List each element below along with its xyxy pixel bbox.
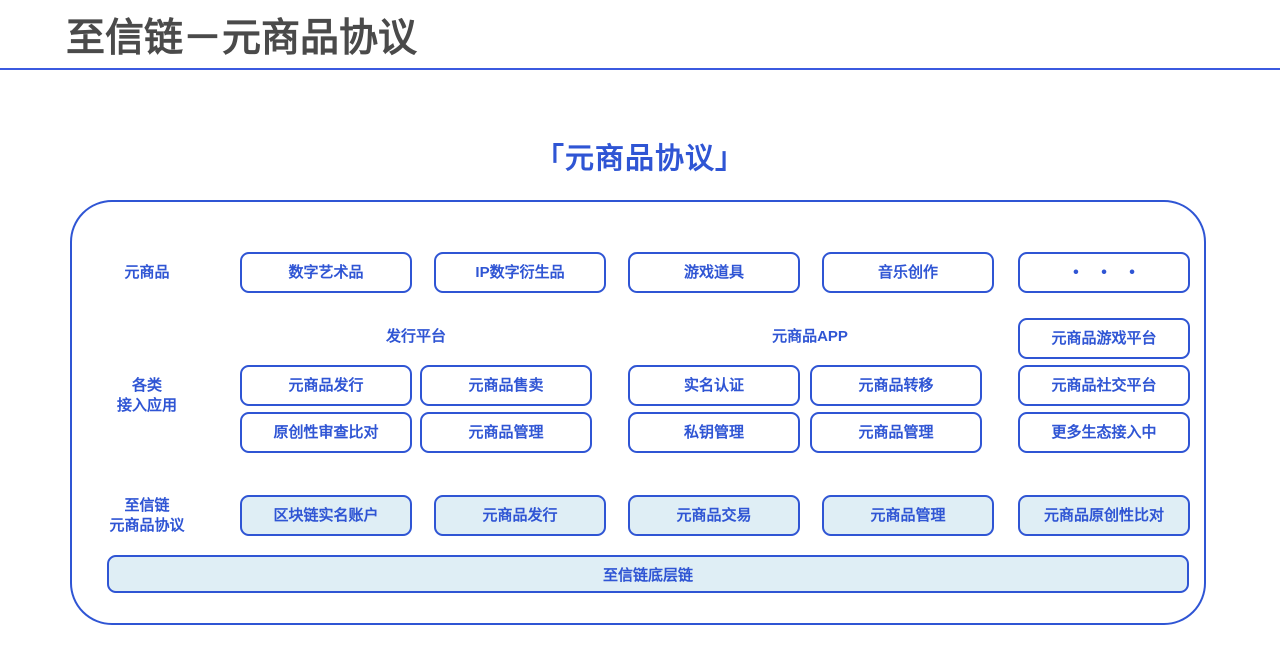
- box-goods-transfer[interactable]: 元商品转移: [810, 365, 982, 406]
- box-ip-derivative[interactable]: IP数字衍生品: [434, 252, 606, 293]
- box-goods-social-platform[interactable]: 元商品社交平台: [1018, 365, 1190, 406]
- row-label-protocol: 至信链 元商品协议: [72, 496, 222, 536]
- box-real-name-auth[interactable]: 实名认证: [628, 365, 800, 406]
- box-game-items[interactable]: 游戏道具: [628, 252, 800, 293]
- box-protocol-originality-compare[interactable]: 元商品原创性比对: [1018, 495, 1190, 536]
- box-digital-art[interactable]: 数字艺术品: [240, 252, 412, 293]
- box-more-goods-ellipsis[interactable]: • • •: [1018, 252, 1190, 293]
- box-goods-issuance[interactable]: 元商品发行: [240, 365, 412, 406]
- box-blockchain-real-name-account[interactable]: 区块链实名账户: [240, 495, 412, 536]
- section-subtitle: 「元商品协议」: [534, 143, 745, 175]
- row-label-applications: 各类 接入应用: [72, 376, 222, 416]
- box-goods-sale[interactable]: 元商品售卖: [420, 365, 592, 406]
- box-originality-review[interactable]: 原创性审查比对: [240, 412, 412, 453]
- box-protocol-goods-issuance[interactable]: 元商品发行: [434, 495, 606, 536]
- row-label-applications-line1: 各类: [131, 377, 162, 394]
- box-protocol-goods-trade[interactable]: 元商品交易: [628, 495, 800, 536]
- row-label-protocol-line1: 至信链: [124, 497, 170, 514]
- row-label-protocol-line2: 元商品协议: [109, 517, 185, 534]
- box-underlying-chain[interactable]: 至信链底层链: [107, 555, 1189, 593]
- box-protocol-goods-management[interactable]: 元商品管理: [822, 495, 994, 536]
- architecture-diagram: 元商品 各类 接入应用 至信链 元商品协议 发行平台 元商品APP 数字艺术品 …: [70, 200, 1206, 625]
- box-goods-game-platform[interactable]: 元商品游戏平台: [1018, 318, 1190, 359]
- box-goods-management-publish[interactable]: 元商品管理: [420, 412, 592, 453]
- page-title: 至信链－元商品协议: [66, 17, 418, 60]
- group-header-goods-app: 元商品APP: [772, 328, 848, 345]
- box-goods-management-app[interactable]: 元商品管理: [810, 412, 982, 453]
- box-private-key-management[interactable]: 私钥管理: [628, 412, 800, 453]
- row-label-applications-line2: 接入应用: [116, 397, 177, 414]
- box-music-creation[interactable]: 音乐创作: [822, 252, 994, 293]
- group-header-publish-platform: 发行平台: [385, 328, 446, 345]
- slide-header: 至信链－元商品协议: [0, 0, 1280, 70]
- row-label-goods: 元商品: [124, 264, 170, 281]
- box-more-ecosystem[interactable]: 更多生态接入中: [1018, 412, 1190, 453]
